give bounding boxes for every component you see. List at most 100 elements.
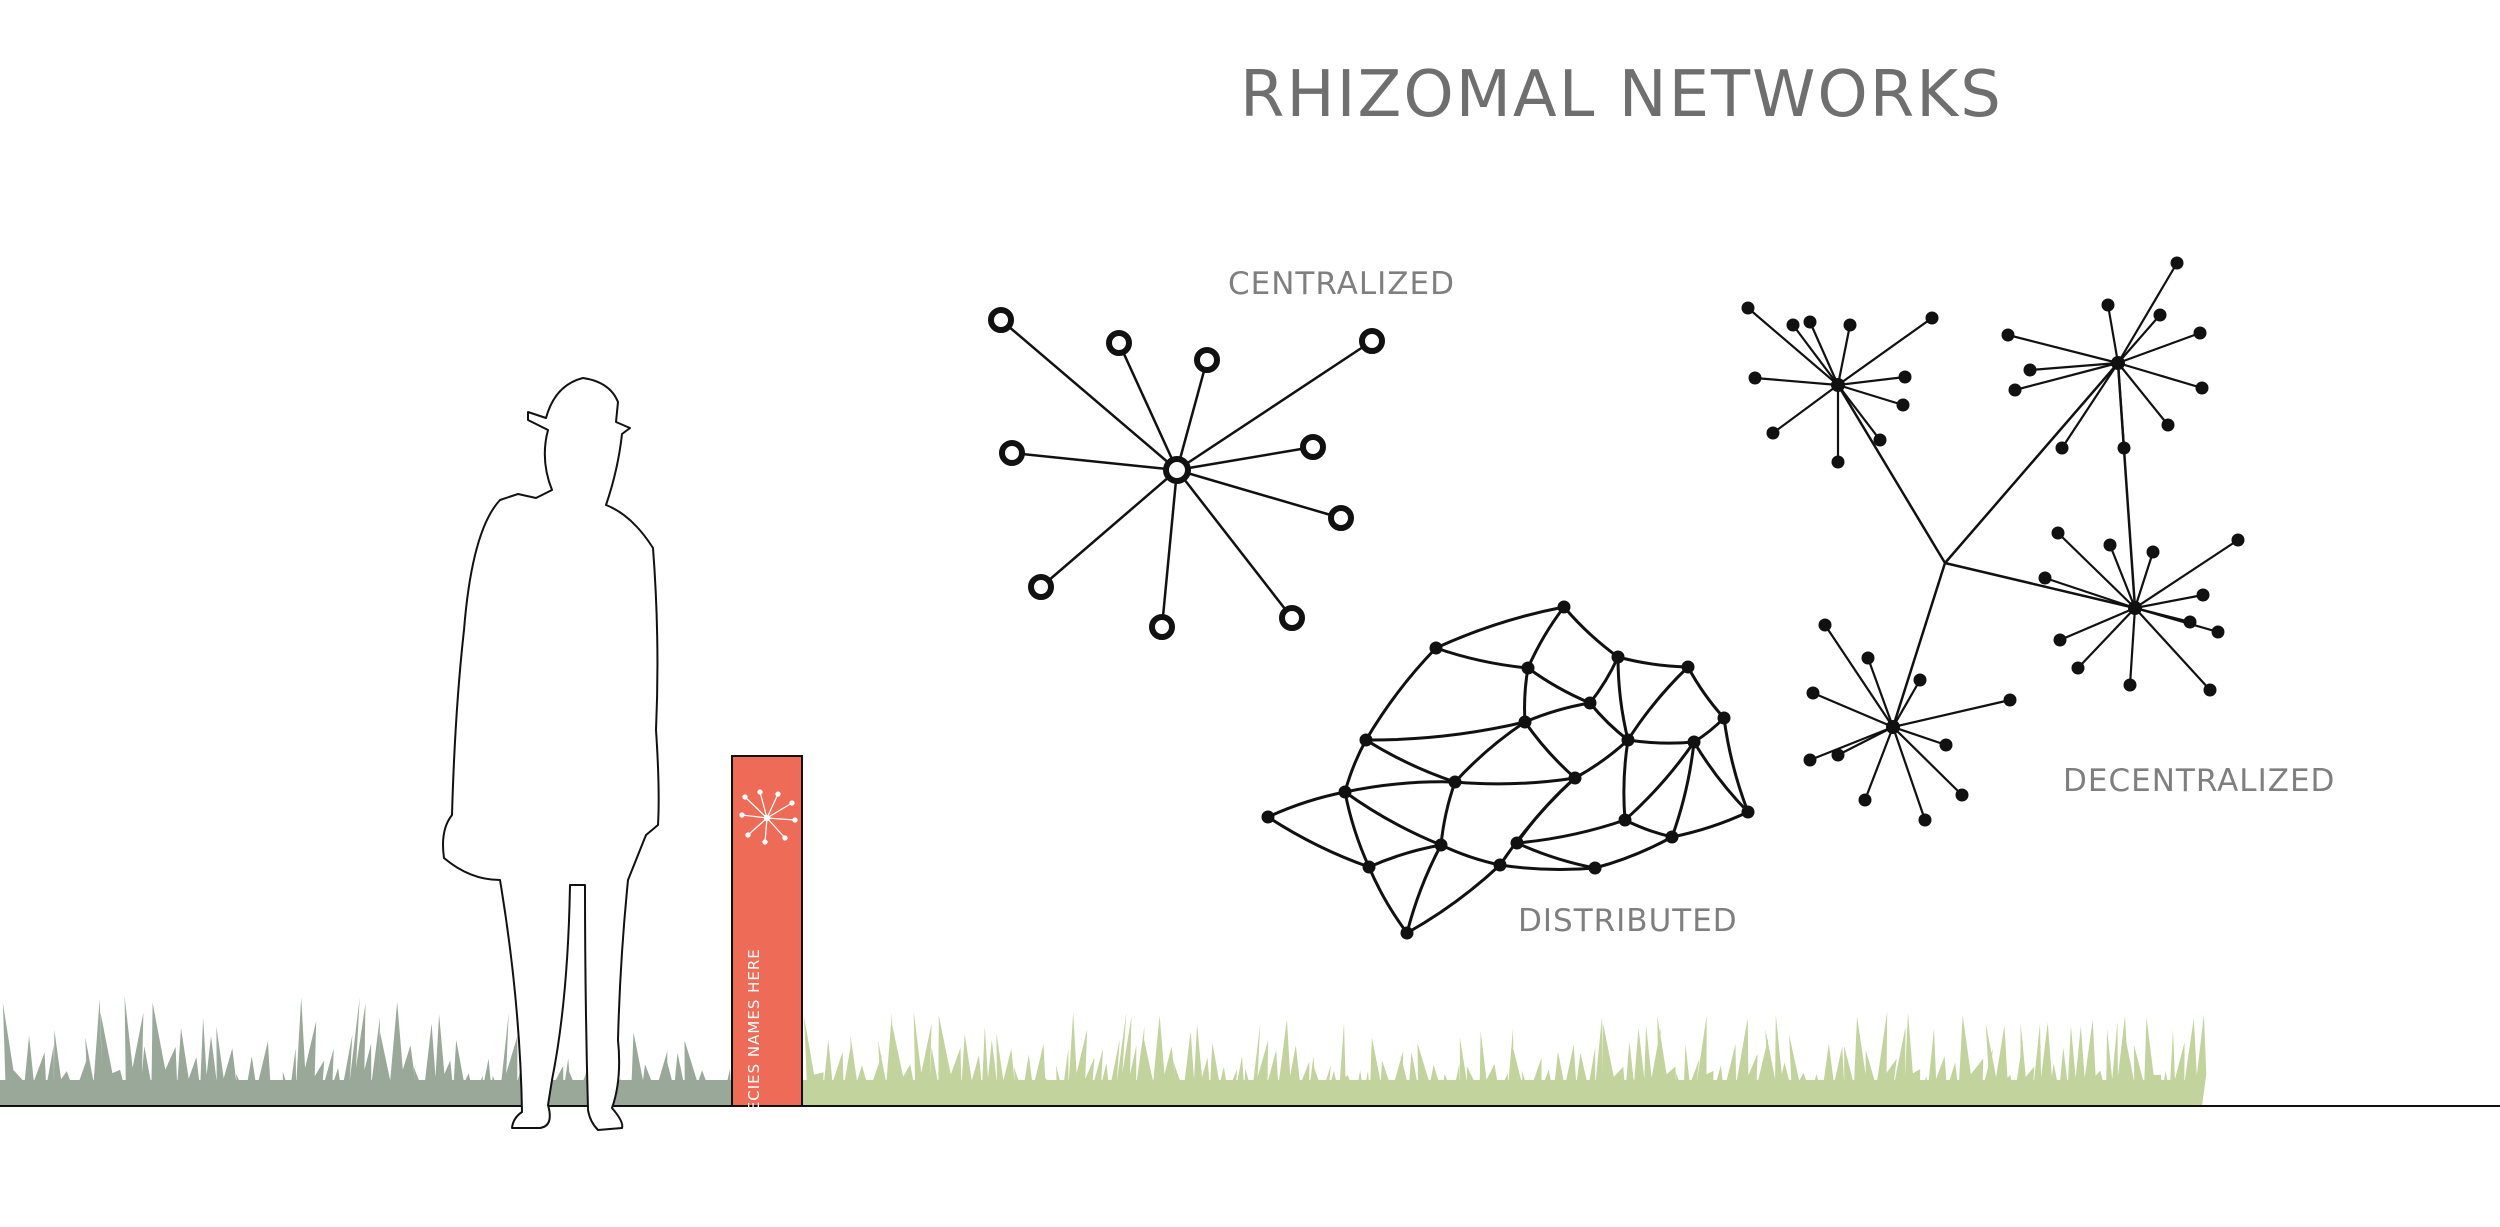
network-node xyxy=(1558,601,1571,614)
network-edge xyxy=(2130,608,2135,685)
network-node xyxy=(1956,789,1969,802)
network-node xyxy=(2204,684,2217,697)
network-edge xyxy=(2135,552,2153,608)
network-node xyxy=(1832,456,1845,469)
icon-node xyxy=(743,795,747,799)
network-trunk xyxy=(1893,563,1945,727)
network-edge xyxy=(1694,742,1748,812)
network-edge xyxy=(1590,657,1618,703)
network-node xyxy=(1767,427,1780,440)
grass-base xyxy=(802,1080,2202,1106)
signpost-text: SPECIES NAMES HERE xyxy=(745,948,763,1132)
network-node xyxy=(1401,927,1414,940)
network-edge xyxy=(1525,668,1528,722)
network-edge xyxy=(1001,320,1177,470)
icon-node xyxy=(783,836,787,840)
network-node xyxy=(1430,642,1443,655)
network-node xyxy=(1862,652,1875,665)
network-edge xyxy=(1366,740,1455,782)
network-trunk xyxy=(1945,363,2118,563)
network-node xyxy=(1718,712,1731,725)
network-edge xyxy=(1345,740,1366,792)
icon-node xyxy=(793,818,797,822)
network-hub xyxy=(2111,356,2125,370)
network-node xyxy=(1874,434,1887,447)
network-edge xyxy=(1528,607,1564,668)
icon-node xyxy=(776,792,780,796)
network-node xyxy=(1031,577,1051,597)
network-edge xyxy=(1625,742,1694,820)
network-edge xyxy=(1177,470,1341,518)
network-node xyxy=(2052,527,2065,540)
network-edge xyxy=(1868,658,1893,727)
network-trunk xyxy=(1945,563,2135,608)
network-node xyxy=(1331,508,1351,528)
network-node xyxy=(1197,350,1217,370)
network-node xyxy=(2054,634,2067,647)
network-node xyxy=(2104,539,2117,552)
network-edge xyxy=(1345,782,1455,792)
network-hub xyxy=(1831,378,1845,392)
network-node xyxy=(1688,736,1701,749)
network-node xyxy=(1522,662,1535,675)
network-node xyxy=(1914,674,1927,687)
network-edge xyxy=(2058,533,2135,608)
network-node xyxy=(1363,861,1376,874)
network-node xyxy=(2004,694,2017,707)
network-edge xyxy=(1628,667,1688,740)
distributed-label: DISTRIBUTED xyxy=(1518,903,1738,939)
network-edge xyxy=(1575,740,1628,778)
decentralized-label: DECENTRALIZED xyxy=(2063,763,2335,799)
network-edge xyxy=(1441,782,1455,845)
network-node xyxy=(2196,382,2209,395)
network-node xyxy=(1804,316,1817,329)
network-node xyxy=(2002,329,2015,342)
network-edge xyxy=(2045,578,2135,608)
network-node xyxy=(1899,371,1912,384)
network-edge xyxy=(2060,608,2135,640)
network-node xyxy=(2171,257,2184,270)
network-edge xyxy=(1369,867,1407,933)
network-edge xyxy=(1525,703,1590,722)
network-edge xyxy=(1893,700,2010,727)
decentralized-network xyxy=(1742,257,2245,827)
grass-right xyxy=(798,1011,2207,1106)
network-edge xyxy=(1838,325,1850,385)
network-hub xyxy=(2128,601,2142,615)
grass-left xyxy=(0,996,739,1106)
network-edge xyxy=(1838,385,1880,440)
network-edge xyxy=(1436,607,1564,648)
network-node xyxy=(1262,811,1275,824)
network-hub xyxy=(1166,459,1188,481)
network-node xyxy=(1742,302,1755,315)
network-node xyxy=(2072,662,2085,675)
network-node xyxy=(2232,534,2245,547)
network-node xyxy=(1619,814,1632,827)
network-edge xyxy=(1810,727,1893,760)
network-node xyxy=(1282,608,1302,628)
icon-node xyxy=(746,833,750,837)
network-edge xyxy=(1366,722,1525,740)
network-node xyxy=(1940,739,1953,752)
network-edge xyxy=(2118,363,2202,388)
network-edge xyxy=(1893,727,1962,795)
network-node xyxy=(1804,754,1817,767)
network-node xyxy=(1360,734,1373,747)
network-node xyxy=(2124,679,2137,692)
network-edge xyxy=(1455,722,1525,782)
centralized-label: CENTRALIZED xyxy=(1228,266,1455,302)
network-edge xyxy=(1517,778,1575,843)
network-edge xyxy=(2078,608,2135,668)
network-edge xyxy=(1618,657,1628,740)
network-edge xyxy=(1012,453,1177,470)
network-node xyxy=(1612,651,1625,664)
network-edge xyxy=(1345,792,1369,867)
centralized-network xyxy=(991,310,1382,637)
icon-hub xyxy=(765,816,770,821)
signpost xyxy=(732,756,802,1106)
network-node xyxy=(1449,776,1462,789)
network-node xyxy=(1002,443,1022,463)
network-edge xyxy=(2118,363,2168,425)
network-edge xyxy=(1628,740,1694,743)
